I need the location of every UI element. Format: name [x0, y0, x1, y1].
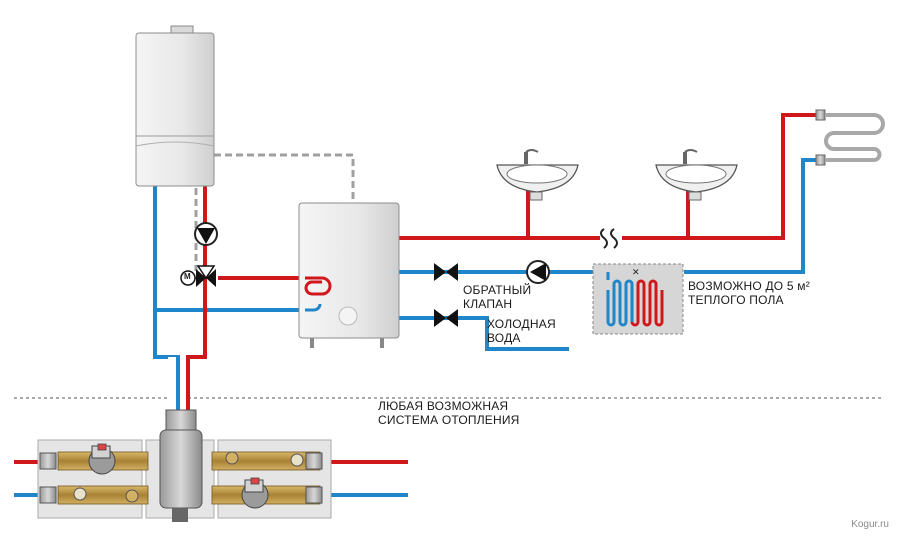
heating-system-label: ЛЮБАЯ ВОЗМОЖНАЯ СИСТЕМА ОТОПЛЕНИЯ — [378, 399, 520, 427]
floor-heating-label-line1: ВОЗМОЖНО ДО 5 м² — [688, 279, 810, 293]
floor-heating-label: ВОЗМОЖНО ДО 5 м² ТЕПЛОГО ПОЛА — [688, 279, 810, 307]
check-valve-icon — [434, 263, 458, 281]
hydraulic-module — [37, 357, 332, 522]
svg-text:✕: ✕ — [632, 267, 640, 277]
cold-water-label-line1: ХОЛОДНАЯ — [487, 317, 556, 331]
check-valve-label-line2: КЛАПАН — [463, 297, 513, 311]
heating-system-label-line1: ЛЮБАЯ ВОЗМОЖНАЯ — [378, 399, 509, 413]
motor-valve-mark: M — [184, 272, 191, 281]
recirculation-pump-icon — [526, 260, 550, 284]
floor-heating-panel: ✕ — [592, 263, 684, 335]
sink-2-icon — [655, 149, 738, 201]
wall-boiler — [135, 25, 215, 187]
check-valve-label: ОБРАТНЫЙ КЛАПАН — [463, 283, 531, 311]
water-heater-tank — [298, 202, 400, 348]
watermark: Kogur.ru — [851, 519, 889, 530]
cold-water-label: ХОЛОДНАЯ ВОДА — [487, 317, 556, 345]
towel-warmer-icon — [815, 109, 885, 166]
sink-1-icon — [496, 149, 579, 201]
heating-system-label-line2: СИСТЕМА ОТОПЛЕНИЯ — [378, 413, 520, 427]
boiler-pump-icon — [194, 222, 218, 246]
cold-water-valve-icon — [434, 309, 458, 327]
three-way-valve-icon — [180, 265, 216, 287]
floor-heating-label-line2: ТЕПЛОГО ПОЛА — [688, 293, 784, 307]
gas-line — [214, 153, 355, 203]
check-valve-label-line1: ОБРАТНЫЙ — [463, 283, 532, 297]
pipe-break-symbol — [600, 228, 622, 249]
cold-water-label-line2: ВОДА — [487, 331, 521, 345]
